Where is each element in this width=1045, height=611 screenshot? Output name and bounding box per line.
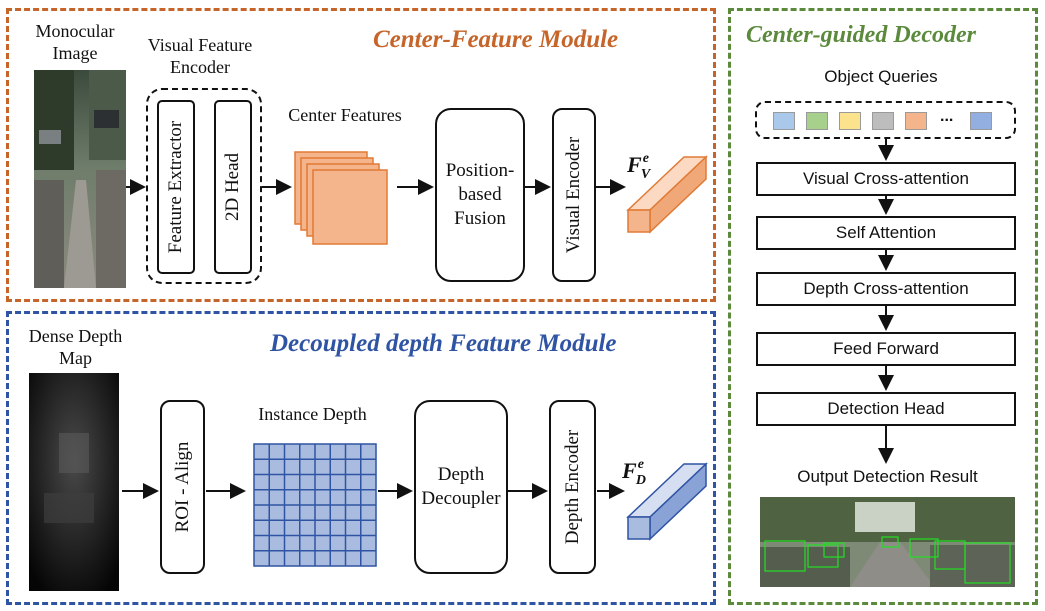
visual-feature-symbol: FeV <box>627 151 651 182</box>
depth-decoupler-box: Depth Decoupler <box>414 400 508 574</box>
center-module-title: Center-Feature Module <box>373 26 619 53</box>
query-ellipsis: ... <box>940 108 954 125</box>
depth-cross-attention-box: Depth Cross-attention <box>756 272 1016 306</box>
detection-head-box: Detection Head <box>756 392 1016 426</box>
object-queries-label: Object Queries <box>824 67 938 86</box>
depth-feature-module-frame <box>6 311 716 605</box>
monocular-image <box>34 70 126 288</box>
center-guided-decoder-frame <box>728 8 1038 605</box>
query-token <box>839 112 861 130</box>
dense-depth-map-label: Dense Depth Map <box>28 326 123 368</box>
query-token <box>970 112 992 130</box>
self-attention-box: Self Attention <box>756 216 1016 250</box>
visual-encoder-box: Visual Encoder <box>552 108 596 282</box>
instance-depth-label: Instance Depth <box>258 404 367 424</box>
depth-feature-cuboid <box>626 462 708 541</box>
feature-extractor-box: Feature Extractor <box>157 100 195 274</box>
decoder-title: Center-guided Decoder <box>746 22 976 48</box>
position-based-fusion-box: Position- based Fusion <box>435 108 525 282</box>
depth-encoder-box: Depth Encoder <box>549 400 596 574</box>
object-queries-group: ... <box>755 101 1016 139</box>
query-token <box>872 112 894 130</box>
center-features-label: Center Features <box>288 105 402 125</box>
depth-feature-symbol: FeD <box>622 457 647 488</box>
visual-feature-encoder-group <box>146 88 262 284</box>
roi-align-box: ROI - Align <box>160 400 205 574</box>
head-2d-box: 2D Head <box>214 100 252 274</box>
output-detection-image <box>760 497 1015 587</box>
position-based-fusion-label: Position- based Fusion <box>445 160 515 229</box>
visual-cross-attention-box: Visual Cross-attention <box>756 162 1016 196</box>
output-detection-label: Output Detection Result <box>797 467 978 486</box>
center-feature-module-frame <box>6 8 716 302</box>
dense-depth-map <box>29 373 119 591</box>
visual-feature-cuboid <box>626 155 708 234</box>
depth-decoupler-label: Depth Decoupler <box>421 464 501 509</box>
depth-module-title: Decoupled depth Feature Module <box>270 330 617 357</box>
query-token <box>806 112 828 130</box>
feed-forward-box: Feed Forward <box>756 332 1016 366</box>
center-features-stack <box>294 151 388 245</box>
instance-depth-grid <box>253 443 377 567</box>
query-token <box>905 112 927 130</box>
query-token <box>773 112 795 130</box>
monocular-image-label: Monocular Image <box>35 21 115 63</box>
visual-feature-encoder-label: Visual Feature Encoder <box>147 35 253 77</box>
